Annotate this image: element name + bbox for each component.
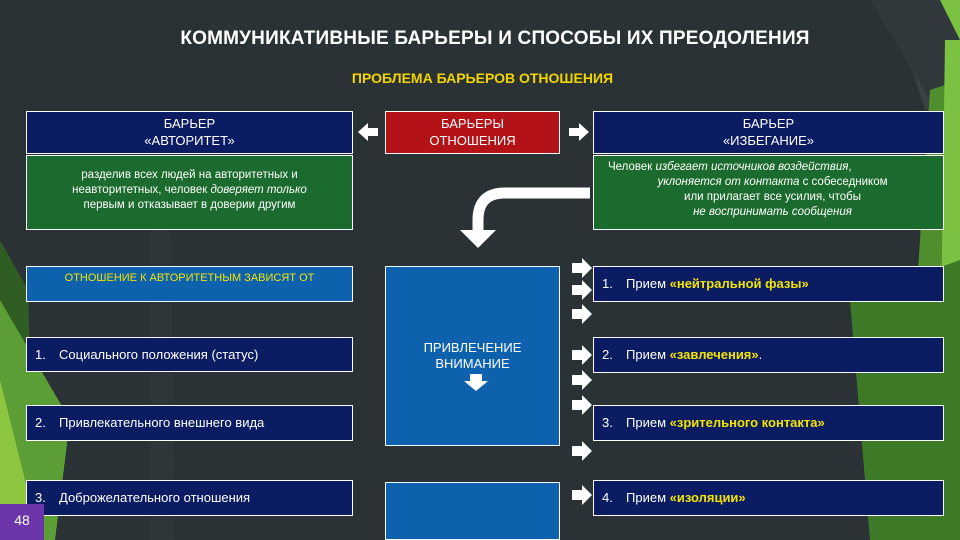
avoidance-desc-line2: уклоняется от контакта с собеседником — [608, 175, 937, 190]
right-item-2-num: 2. — [602, 347, 613, 362]
avoidance-desc-line2-text: с собеседником — [799, 176, 888, 188]
barrier-avoidance-line2: «ИЗБЕГАНИЕ» — [722, 133, 815, 148]
right-item-4-highlight: «изоляции» — [669, 490, 746, 505]
avoidance-desc-line1-italic: избегает источников воздействия — [655, 161, 849, 173]
left-item-3-text: Доброжелательного отношения — [59, 490, 251, 505]
slide-number-badge: 48 — [0, 504, 44, 540]
right-item-2-highlight: «завлечения» — [669, 347, 759, 362]
right-item-3-highlight: «зрительного контакта» — [669, 415, 825, 430]
attention-box — [385, 266, 560, 446]
right-item-1-prefix: Прием — [626, 276, 670, 291]
authority-desc-line2: неавторитетных, человек доверяет только — [27, 183, 352, 198]
barrier-avoidance-line1: БАРЬЕР — [742, 116, 795, 131]
authority-desc-line3: первым и отказывает в доверии другим — [83, 199, 296, 211]
arrow-right-icon — [569, 123, 589, 141]
curved-arrow-down-icon — [460, 187, 590, 248]
page-subtitle: ПРОБЛЕМА БАРЬЕРОВ ОТНОШЕНИЯ — [351, 70, 614, 86]
small-arrow-right-icon — [572, 258, 592, 505]
page-title: КОММУНИКАТИВНЫЕ БАРЬЕРЫ И СПОСОБЫ ИХ ПРЕ… — [180, 28, 810, 49]
authority-desc-line2-italic: доверяет только — [210, 184, 307, 196]
avoidance-desc-line4: не воспринимать сообщения — [608, 205, 937, 220]
right-item-3: 3. Прием «зрительного контакта» — [593, 405, 944, 441]
authority-depends-bar: ОТНОШЕНИЕ К АВТОРИТЕТНЫМ ЗАВИСЯТ ОТ — [26, 266, 353, 302]
left-item-3: 3. Доброжелательного отношения — [26, 480, 353, 516]
relationship-barriers-line2: ОТНОШЕНИЯ — [429, 133, 516, 148]
avoidance-desc-line1-text: Человек — [608, 161, 656, 173]
right-item-4: 4. Прием «изоляции» — [593, 480, 944, 516]
avoidance-desc-line3: или прилагает все усилия, чтобы — [684, 191, 861, 203]
barrier-authority-header: БАРЬЕР «АВТОРИТЕТ» — [26, 111, 353, 154]
right-item-4-num: 4. — [602, 490, 613, 505]
barrier-authority-line1: БАРЬЕР — [163, 116, 216, 131]
avoidance-desc-line1-comma: , — [848, 161, 852, 173]
relationship-barriers-header: БАРЬЕРЫ ОТНОШЕНИЯ — [385, 111, 560, 154]
avoidance-desc-line4-italic: не воспринимать сообщения — [693, 206, 852, 218]
right-item-3-num: 3. — [602, 415, 613, 430]
right-item-2-prefix: Прием — [626, 347, 670, 362]
right-item-1-highlight: «нейтральной фазы» — [669, 276, 809, 291]
attention-label-line2: ВНИМАНИЕ — [435, 356, 510, 371]
right-item-4-prefix: Прием — [626, 490, 670, 505]
left-item-1: 1. Социального положения (статус) — [26, 337, 353, 372]
left-item-2-text: Привлекательного внешнего вида — [59, 415, 265, 430]
authority-description: разделив всех людей на авторитетных и не… — [26, 155, 353, 230]
left-item-2-num: 2. — [35, 415, 46, 430]
avoidance-desc-line2-italic: уклоняется от контакта — [657, 176, 800, 188]
arrow-down-icon — [464, 374, 488, 391]
left-item-3-num: 3. — [35, 490, 46, 505]
authority-desc-line1: разделив всех людей на авторитетных и — [81, 169, 298, 181]
avoidance-desc-line1: Человек избегает источников воздействия, — [608, 160, 937, 175]
attention-label: ПРИВЛЕЧЕНИЕ ВНИМАНИЕ — [385, 340, 560, 372]
barrier-avoidance-header: БАРЬЕР «ИЗБЕГАНИЕ» — [593, 111, 944, 154]
arrow-left-icon — [358, 123, 378, 141]
avoidance-description: Человек избегает источников воздействия,… — [593, 155, 944, 230]
attention-label-line1: ПРИВЛЕЧЕНИЕ — [423, 340, 522, 355]
left-item-2: 2. Привлекательного внешнего вида — [26, 405, 353, 441]
right-item-1: 1. Прием «нейтральной фазы» — [593, 266, 944, 302]
left-item-1-text: Социального положения (статус) — [59, 347, 259, 362]
relationship-barriers-line1: БАРЬЕРЫ — [441, 116, 504, 131]
right-item-1-num: 1. — [602, 276, 613, 291]
right-item-3-prefix: Прием — [626, 415, 670, 430]
barrier-authority-line2: «АВТОРИТЕТ» — [144, 133, 235, 148]
right-item-2-suffix: . — [758, 347, 763, 362]
authority-desc-line2-text: неавторитетных, человек — [72, 184, 211, 196]
left-item-1-num: 1. — [35, 347, 46, 362]
right-item-2: 2. Прием «завлечения». — [593, 337, 944, 373]
